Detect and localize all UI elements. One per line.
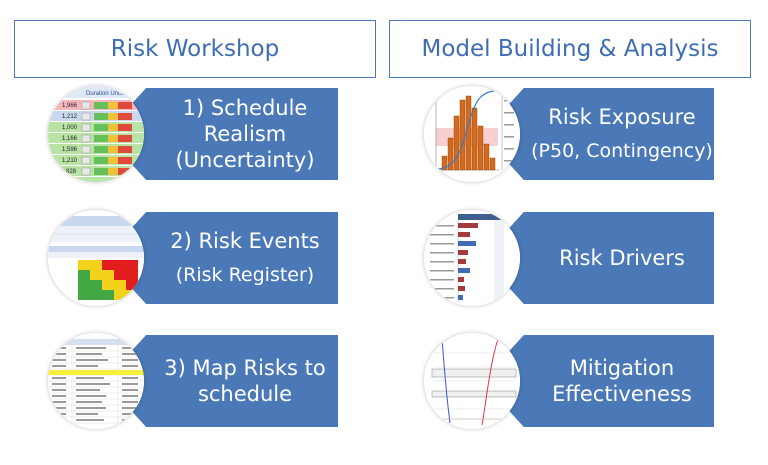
thumb-value: 1,000: [62, 125, 78, 131]
thumb-value: 1,210: [62, 158, 78, 164]
mitigation-curves-thumbnail: [424, 333, 520, 429]
risk-exposure-step: Risk Exposure (P50, Contingency): [482, 88, 714, 180]
thumb-title: Duration Uncertai: [86, 91, 133, 97]
step-line: 3) Map Risks to: [164, 356, 326, 380]
thumb-value: 1,966: [62, 103, 78, 109]
step-line: 2) Risk Events: [170, 229, 320, 253]
thumb-value: 828: [66, 169, 77, 175]
step-subline: (Risk Register): [175, 264, 315, 286]
model-building-header: Model Building & Analysis: [389, 20, 751, 78]
risk-drivers-tornado-thumbnail: [424, 210, 520, 306]
thumb-value: 1,212: [62, 114, 78, 120]
step-line: 1) Schedule: [182, 96, 308, 120]
duration-uncertainty-thumbnail: Duration Uncertai 1,966 1,212 1,000 1,16…: [48, 86, 144, 182]
step-line: (Uncertainty): [175, 148, 315, 172]
mitigation-effectiveness-step: Mitigation Effectiveness: [482, 335, 714, 427]
risk-register-thumbnail: [48, 210, 144, 306]
schedule-mapping-thumbnail: [48, 333, 144, 429]
thumb-value: 1,596: [62, 147, 78, 153]
risk-exposure-histogram-thumbnail: [424, 86, 520, 182]
step-line: Risk Drivers: [559, 246, 685, 270]
step-line: Realism: [203, 122, 287, 146]
risk-workshop-header: Risk Workshop: [14, 20, 376, 78]
step-subline: (P50, Contingency): [531, 140, 713, 162]
step-line: Effectiveness: [552, 382, 692, 406]
step-line: Mitigation: [569, 356, 675, 380]
risk-drivers-step: Risk Drivers: [482, 212, 714, 304]
step-line: schedule: [197, 382, 293, 406]
thumb-value: 1,166: [62, 136, 78, 142]
step-line: Risk Exposure: [548, 105, 696, 129]
